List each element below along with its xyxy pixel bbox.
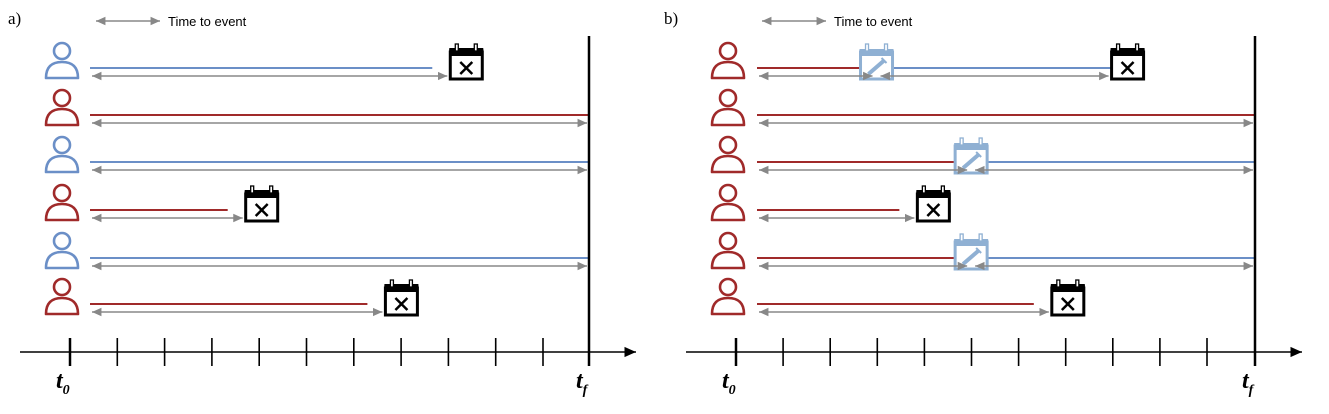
- panel-b-axis: [686, 36, 1302, 366]
- panel-a-axis: [20, 36, 636, 366]
- subject-row: [710, 88, 1256, 128]
- legend-label: Time to event: [834, 14, 913, 29]
- panel-b-label: b): [664, 9, 678, 28]
- panel-b-rows: [710, 41, 1256, 317]
- calendar-x-icon: [1110, 43, 1146, 81]
- tf-label: tf: [576, 368, 589, 398]
- subject-row: [44, 135, 590, 175]
- calendar-x-icon: [244, 185, 280, 223]
- calendar-x-icon: [383, 279, 419, 317]
- person-icon: [44, 41, 80, 80]
- person-icon: [44, 231, 80, 270]
- subject-row: [710, 183, 951, 223]
- tf-label: tf: [1242, 368, 1255, 398]
- subject-row: [44, 231, 590, 271]
- subject-row: [710, 41, 1146, 81]
- person-icon: [710, 277, 746, 316]
- subject-row: [710, 277, 1086, 317]
- panel-a-rows: [44, 41, 590, 317]
- subject-row: [44, 41, 484, 81]
- calendar-syringe-icon: [859, 43, 895, 81]
- t0-label: t0: [56, 368, 70, 398]
- panel-a-label: a): [8, 9, 21, 28]
- person-icon: [710, 183, 746, 222]
- panel-b: b) Time to event t0 tf: [664, 9, 1302, 398]
- subject-row: [44, 183, 280, 223]
- calendar-x-icon: [1050, 279, 1086, 317]
- person-icon: [710, 41, 746, 80]
- calendar-x-icon: [915, 185, 951, 223]
- panel-a: a) Time to event t0 tf: [8, 9, 636, 398]
- person-icon: [44, 277, 80, 316]
- subject-row: [710, 135, 1256, 175]
- calendar-x-icon: [448, 43, 484, 81]
- subject-row: [710, 231, 1256, 271]
- legend: Time to event: [762, 14, 913, 29]
- person-icon: [44, 88, 80, 127]
- subject-row: [44, 277, 419, 317]
- t0-label: t0: [722, 368, 736, 398]
- person-icon: [710, 88, 746, 127]
- legend: Time to event: [96, 14, 247, 29]
- legend-label: Time to event: [168, 14, 247, 29]
- person-icon: [710, 231, 746, 270]
- subject-row: [44, 88, 590, 128]
- calendar-syringe-icon: [953, 233, 989, 271]
- person-icon: [44, 135, 80, 174]
- calendar-syringe-icon: [953, 137, 989, 175]
- person-icon: [44, 183, 80, 222]
- person-icon: [710, 135, 746, 174]
